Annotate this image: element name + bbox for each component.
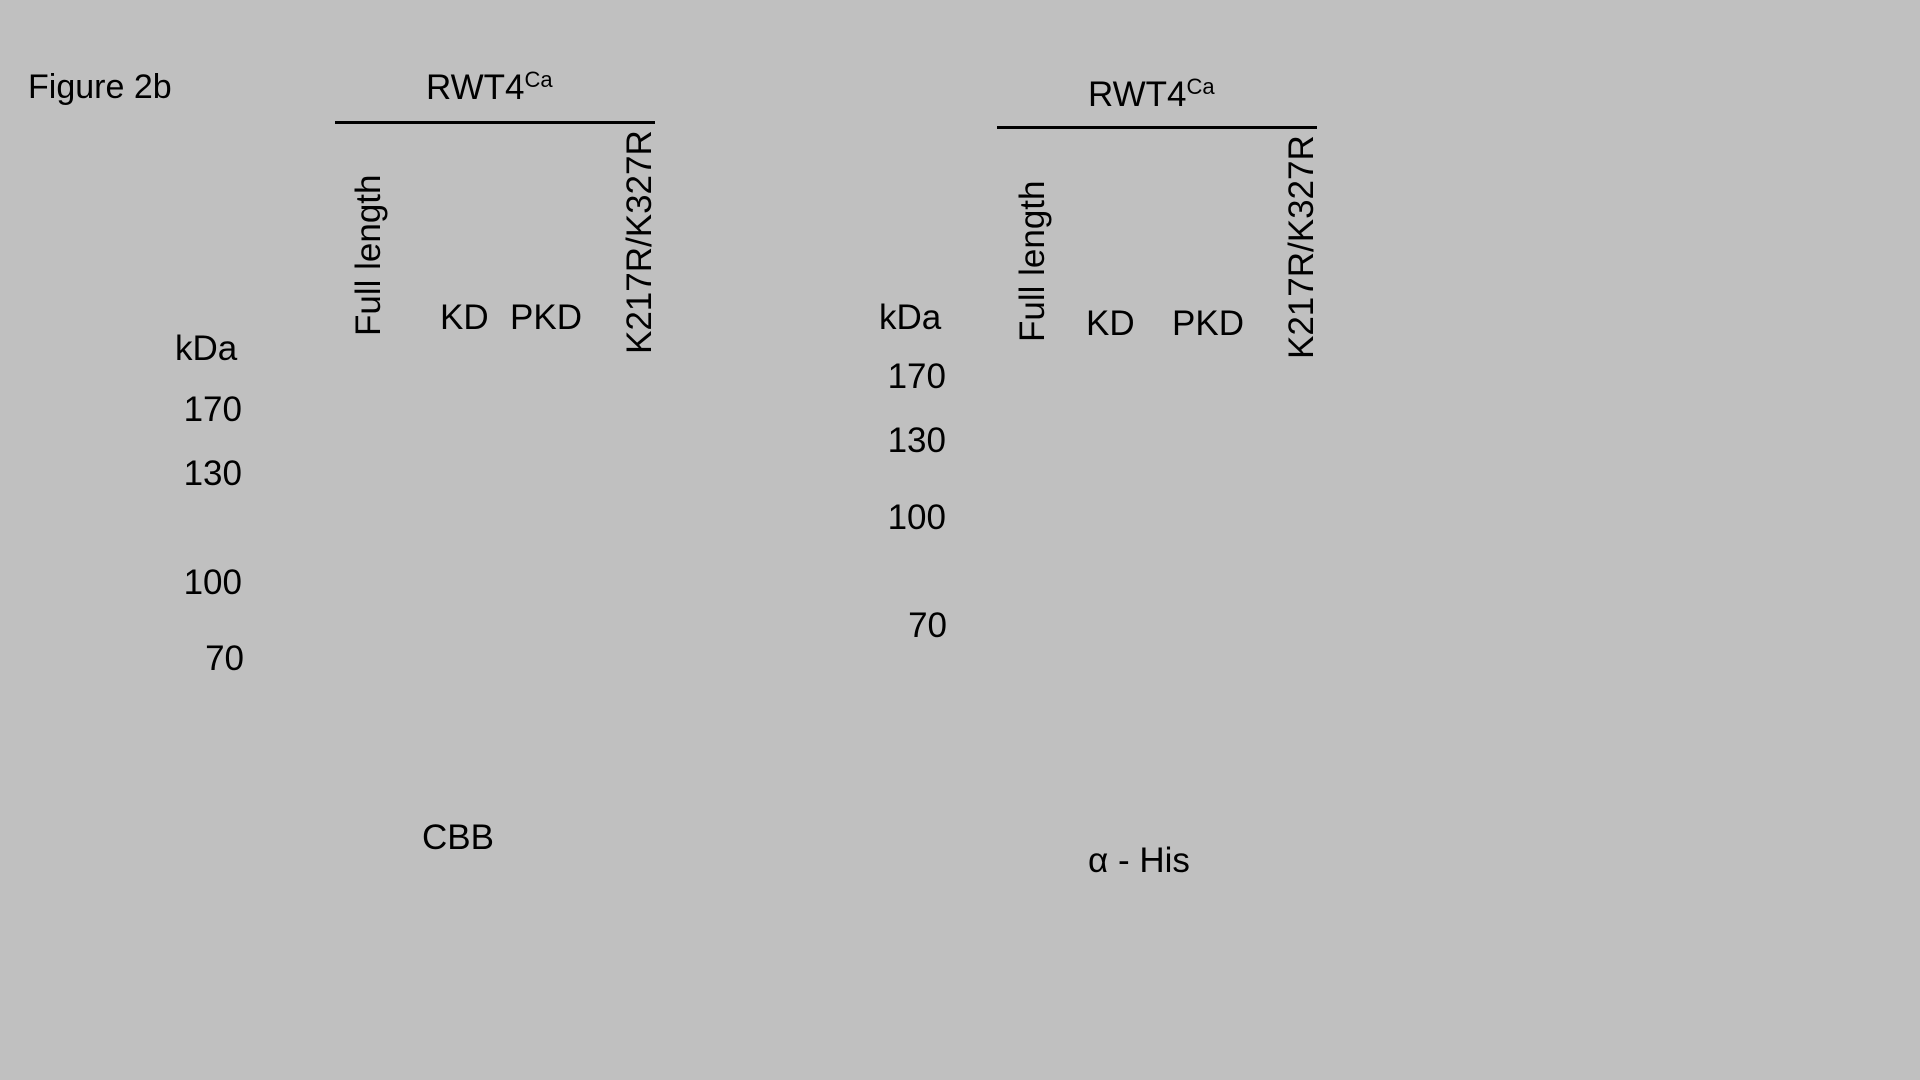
stain-label-anti-his: α - His: [1088, 841, 1190, 880]
marker-170: 170: [183, 390, 242, 429]
stain-label-cbb: CBB: [422, 818, 494, 857]
marker-100: 100: [887, 498, 946, 537]
marker-70: 70: [205, 639, 244, 678]
marker-130: 130: [887, 421, 946, 460]
lane-label-full-length: Full length: [349, 174, 388, 336]
lane-label-mutant: K217R/K327R: [1282, 135, 1321, 359]
kda-unit-label: kDa: [175, 329, 238, 368]
marker-70: 70: [908, 606, 947, 645]
construct-bracket-line: [997, 126, 1317, 129]
lane-label-full-length: Full length: [1013, 180, 1052, 342]
kda-unit-label: kDa: [879, 298, 942, 337]
marker-130: 130: [183, 454, 242, 493]
lane-label-pkd: PKD: [1172, 304, 1244, 343]
construct-bracket-line: [335, 121, 655, 124]
lane-label-kd: KD: [440, 298, 489, 337]
lane-label-pkd: PKD: [510, 298, 582, 337]
marker-100: 100: [183, 563, 242, 602]
marker-170: 170: [887, 357, 946, 396]
figure-title: Figure 2b: [28, 68, 172, 106]
construct-label: RWT4Ca: [426, 67, 553, 107]
lane-label-kd: KD: [1086, 304, 1135, 343]
lane-label-mutant: K217R/K327R: [620, 130, 659, 354]
construct-label: RWT4Ca: [1088, 74, 1215, 114]
